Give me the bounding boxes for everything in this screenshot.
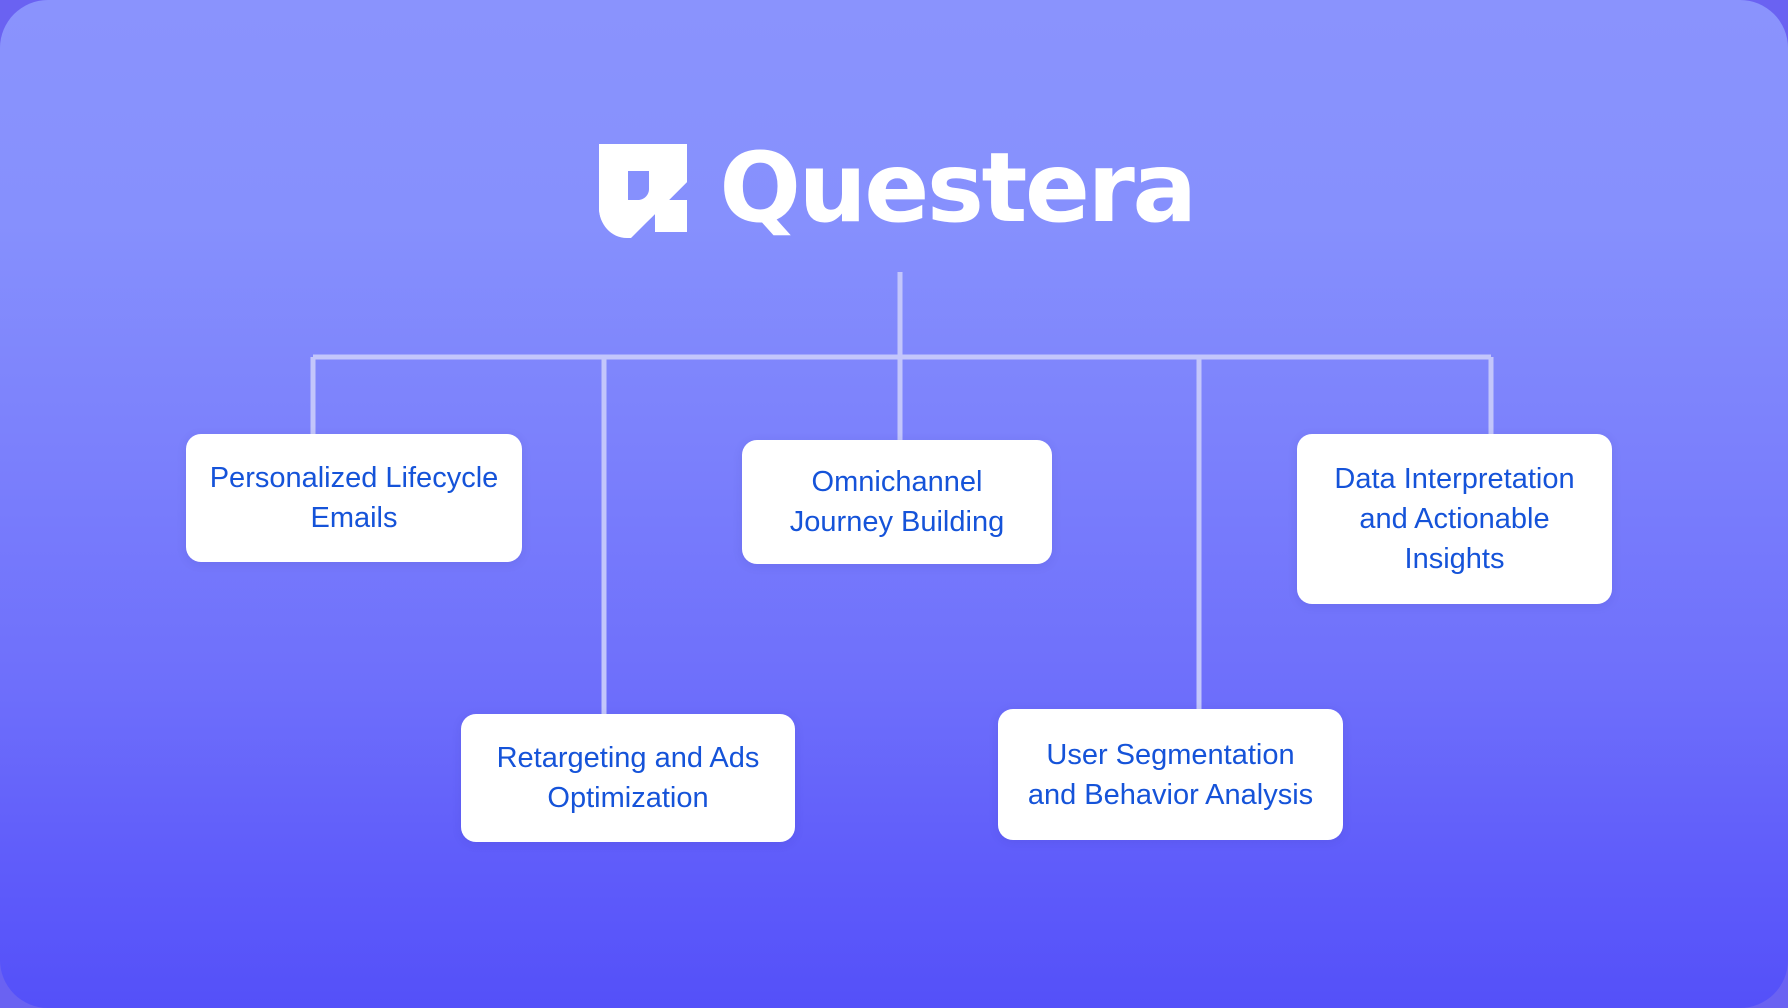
node-personalized-lifecycle-emails[interactable]: Personalized Lifecycle Emails <box>186 434 522 562</box>
node-label: Data Interpretation and Actionable Insig… <box>1334 463 1575 575</box>
node-omnichannel-journey-building[interactable]: Omnichannel Journey Building <box>742 440 1052 564</box>
node-user-segmentation-and-behavior-analysis[interactable]: User Segmentation and Behavior Analysis <box>998 709 1343 840</box>
node-retargeting-and-ads-optimization[interactable]: Retargeting and Ads Optimization <box>461 714 795 842</box>
node-label: Omnichannel Journey Building <box>789 466 1005 538</box>
brand-name: Questera <box>719 132 1197 244</box>
node-label: User Segmentation and Behavior Analysis <box>1027 738 1314 811</box>
node-label: Personalized Lifecycle Emails <box>209 462 499 534</box>
node-data-interpretation-and-actionable-insights[interactable]: Data Interpretation and Actionable Insig… <box>1297 434 1612 604</box>
node-label: Retargeting and Ads Optimization <box>496 742 760 814</box>
questera-shield-mark-icon <box>599 144 688 238</box>
brand-lockup: Questera <box>0 138 1788 238</box>
